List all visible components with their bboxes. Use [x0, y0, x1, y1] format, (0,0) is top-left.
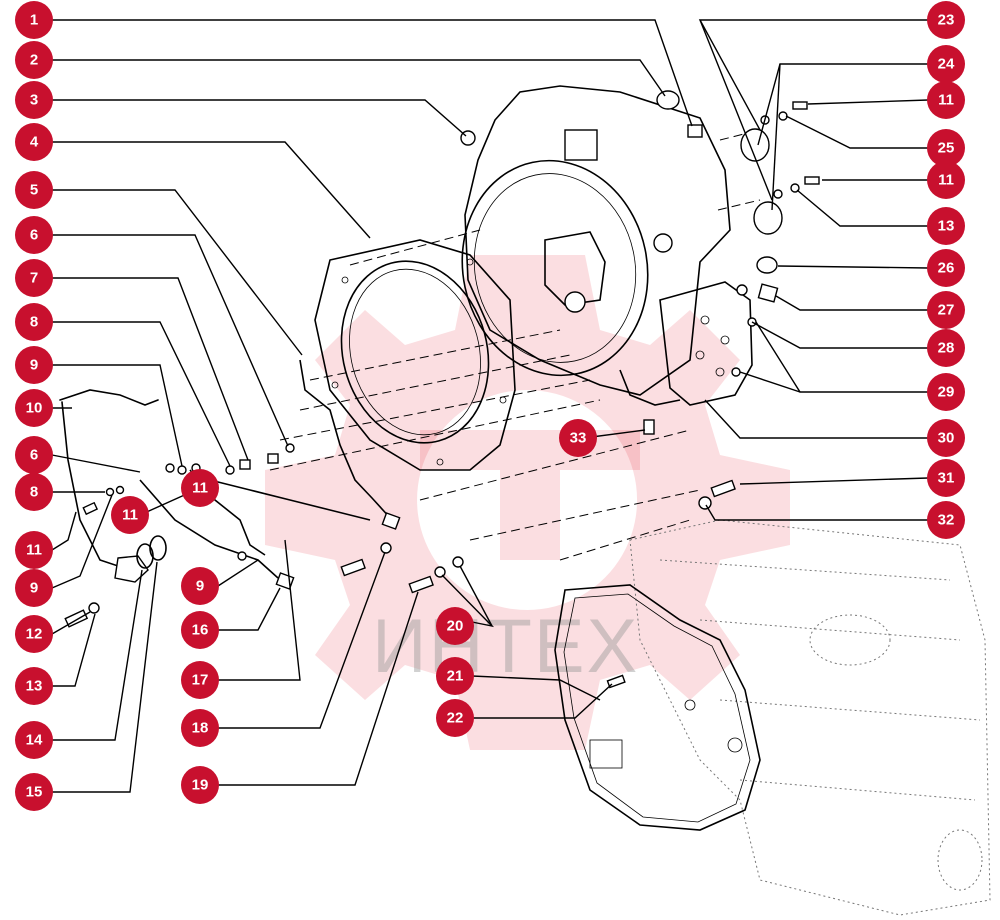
callout-6: 6 [15, 216, 53, 254]
callout-1: 1 [15, 1, 53, 39]
callout-26: 26 [927, 249, 965, 287]
callout-label: 12 [26, 626, 43, 643]
callout-label: 3 [30, 92, 38, 109]
callout-13: 13 [15, 667, 53, 705]
callout-8: 8 [15, 303, 53, 341]
callout-label: 29 [938, 384, 955, 401]
callout-label: 2 [30, 52, 38, 69]
callout-11d: 11 [927, 81, 965, 119]
callout-label: 17 [192, 672, 209, 689]
callout-label: 23 [938, 12, 955, 29]
callout-label: 33 [570, 430, 587, 447]
callout-18: 18 [181, 709, 219, 747]
callout-12: 12 [15, 615, 53, 653]
adapter-ring [314, 239, 516, 471]
callout-label: 22 [447, 710, 464, 727]
callout-15: 15 [15, 773, 53, 811]
callout-11e: 11 [927, 161, 965, 199]
callout-label: 24 [938, 56, 955, 73]
callout-label: 13 [26, 678, 43, 695]
callout-13b: 13 [927, 207, 965, 245]
callout-label: 21 [447, 668, 464, 685]
callout-23: 23 [927, 1, 965, 39]
callout-label: 19 [192, 777, 209, 794]
callout-label: 6 [30, 227, 38, 244]
callout-24: 24 [927, 45, 965, 83]
callout-17: 17 [181, 661, 219, 699]
watermark-text: ИНТЕХ [372, 604, 639, 689]
callout-11a: 11 [111, 496, 149, 534]
callout-label: 32 [938, 512, 955, 529]
callout-label: 18 [192, 720, 209, 737]
callout-label: 27 [938, 302, 955, 319]
callout-label: 8 [30, 314, 38, 331]
callout-3: 3 [15, 81, 53, 119]
callout-33: 33 [559, 419, 597, 457]
callout-label: 14 [26, 732, 43, 749]
pipes-and-hoses [59, 359, 401, 590]
callout-label: 15 [26, 784, 43, 801]
callout-4: 4 [15, 123, 53, 161]
assembly-lines [269, 129, 761, 561]
callout-label: 25 [938, 140, 955, 157]
callout-14: 14 [15, 721, 53, 759]
callout-21: 21 [436, 657, 474, 695]
callout-label: 31 [938, 470, 955, 487]
callout-9b: 9 [15, 569, 53, 607]
callout-label: 9 [30, 357, 38, 374]
callout-7: 7 [15, 259, 53, 297]
callout-label: 4 [30, 134, 39, 151]
callout-label: 30 [938, 430, 955, 447]
callout-label: 11 [938, 92, 954, 109]
callout-5: 5 [15, 171, 53, 209]
watermark-logo: ИНТЕХ [265, 255, 790, 750]
callout-label: 26 [938, 260, 955, 277]
callout-label: 10 [26, 400, 43, 417]
callout-9: 9 [15, 346, 53, 384]
callout-19: 19 [181, 766, 219, 804]
callout-20: 20 [436, 607, 474, 645]
callout-9c: 9 [181, 567, 219, 605]
callout-label: 11 [938, 172, 954, 189]
callout-label: 28 [938, 340, 955, 357]
callout-11c: 11 [181, 469, 219, 507]
callout-8b: 8 [15, 473, 53, 511]
callout-2: 2 [15, 41, 53, 79]
callout-16: 16 [181, 611, 219, 649]
callout-label: 11 [122, 507, 138, 524]
callout-31: 31 [927, 459, 965, 497]
callout-label: 11 [26, 542, 42, 559]
callout-label: 13 [938, 218, 955, 235]
callout-label: 9 [30, 580, 38, 597]
callout-label: 16 [192, 622, 209, 639]
callout-6b: 6 [15, 436, 53, 474]
callout-label: 8 [30, 484, 38, 501]
callout-label: 20 [447, 618, 464, 635]
callout-label: 5 [30, 182, 38, 199]
callout-32: 32 [927, 501, 965, 539]
callout-11b: 11 [15, 531, 53, 569]
callout-label: 9 [196, 578, 204, 595]
callout-27: 27 [927, 291, 965, 329]
engine-block [629, 519, 991, 916]
callout-10: 10 [15, 389, 53, 427]
callout-22: 22 [436, 699, 474, 737]
gasket-plate [554, 584, 761, 831]
callout-label: 7 [30, 270, 38, 287]
callout-29: 29 [927, 373, 965, 411]
callout-25: 25 [927, 129, 965, 167]
sealing-rings [136, 535, 167, 569]
callout-30: 30 [927, 419, 965, 457]
callout-label: 11 [192, 480, 208, 497]
callout-label: 1 [30, 12, 38, 29]
callout-label: 6 [30, 447, 38, 464]
flywheel-housing [461, 85, 753, 406]
callout-28: 28 [927, 329, 965, 367]
